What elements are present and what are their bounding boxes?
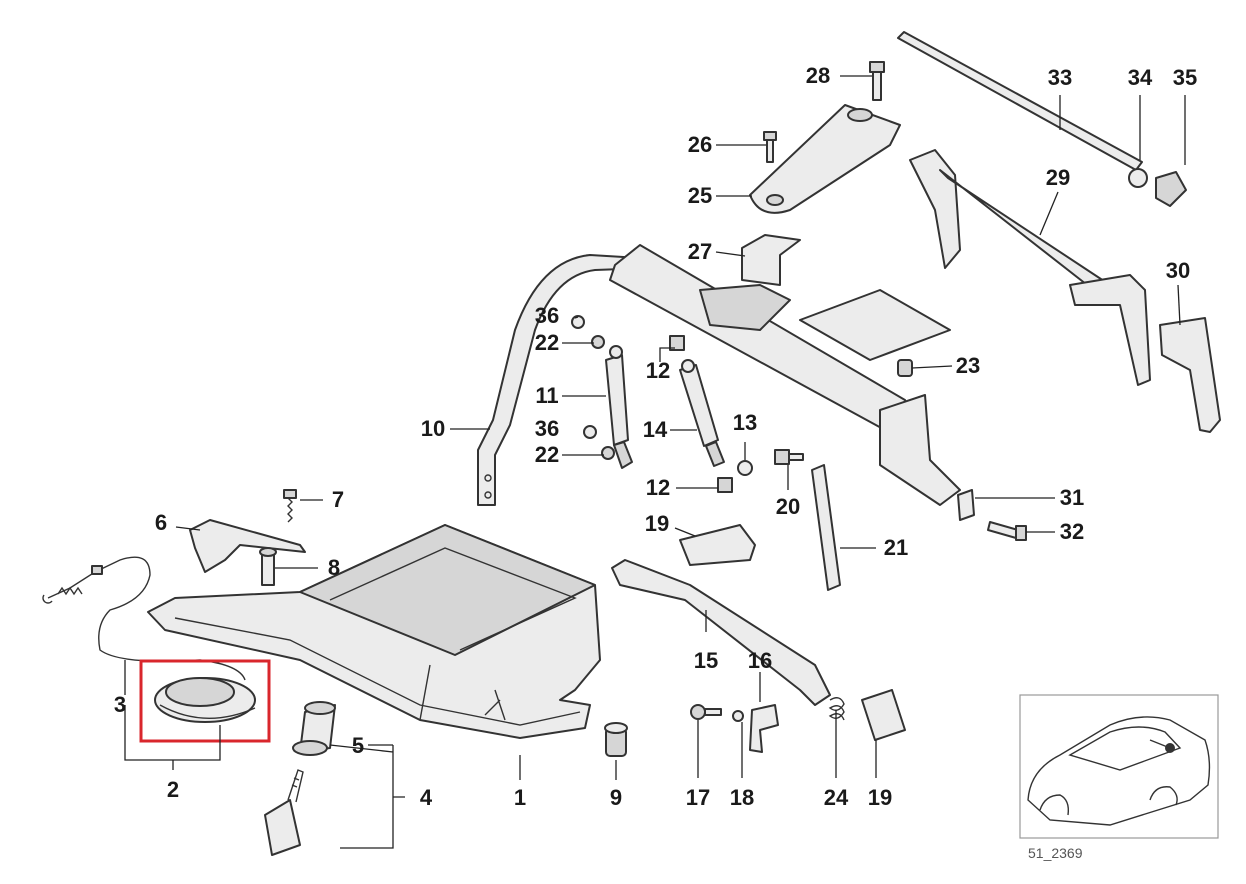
link-21 — [811, 464, 841, 591]
label-8: 8 — [328, 555, 340, 580]
label-11: 11 — [535, 383, 558, 408]
label-17: 17 — [686, 785, 710, 810]
rod-33 — [897, 31, 1143, 171]
gas-strut-14 — [679, 359, 725, 467]
label-34: 34 — [1128, 65, 1153, 90]
bracket-19a — [679, 524, 756, 566]
label-19b: 19 — [868, 785, 892, 810]
label-32: 32 — [1060, 519, 1084, 544]
gas-strut-11 — [605, 345, 633, 469]
label-18: 18 — [730, 785, 754, 810]
clip-part — [604, 722, 628, 757]
label-31: 31 — [1060, 485, 1084, 510]
screw-7 — [283, 489, 297, 523]
label-24: 24 — [824, 785, 849, 810]
label-12a: 12 — [646, 358, 670, 383]
label-33: 33 — [1048, 65, 1072, 90]
label-28: 28 — [806, 63, 830, 88]
label-26: 26 — [688, 132, 712, 157]
knob-23 — [897, 359, 913, 377]
label-23: 23 — [956, 353, 980, 378]
screw-28 — [869, 61, 885, 101]
label-2: 2 — [167, 777, 179, 802]
label-22a: 22 — [535, 330, 559, 355]
washers — [571, 315, 753, 493]
label-9: 9 — [610, 785, 622, 810]
cap-35 — [1155, 171, 1187, 207]
label-29: 29 — [1046, 165, 1070, 190]
label-3: 3 — [114, 692, 126, 717]
label-12b: 12 — [646, 475, 670, 500]
label-14: 14 — [643, 417, 668, 442]
label-19a: 19 — [645, 511, 669, 536]
reference-code: 51_2369 — [1028, 845, 1083, 861]
glovebox-part — [147, 524, 601, 739]
label-10: 10 — [421, 416, 445, 441]
ring-34 — [1128, 168, 1148, 188]
screw-17 — [690, 704, 722, 720]
label-36b: 36 — [535, 416, 559, 441]
label-30: 30 — [1166, 258, 1190, 283]
label-7: 7 — [332, 487, 344, 512]
highlight-box — [139, 659, 271, 743]
part-number-labels: 1 2 3 4 5 6 7 8 9 10 11 12 12 13 14 15 1… — [114, 63, 1197, 810]
clip-31 — [957, 489, 975, 521]
label-35: 35 — [1173, 65, 1197, 90]
bolt-20 — [774, 449, 804, 465]
label-20: 20 — [776, 494, 800, 519]
glovebox-light-part — [154, 677, 256, 723]
label-15: 15 — [694, 648, 718, 673]
screw-26 — [763, 131, 777, 163]
label-4: 4 — [420, 785, 433, 810]
label-36a: 36 — [535, 303, 559, 328]
lock-cylinder-part — [292, 701, 336, 756]
leader-lines — [124, 75, 1186, 849]
washer-18 — [732, 710, 744, 722]
latch-16 — [749, 704, 779, 753]
spring-24 — [828, 697, 845, 721]
label-5: 5 — [352, 733, 364, 758]
latch-rail-15 — [611, 559, 831, 706]
bracket-25 — [749, 104, 901, 214]
label-1: 1 — [514, 785, 526, 810]
hinge-rod-29 — [909, 149, 1151, 386]
bracket-27 — [741, 234, 801, 286]
label-25: 25 — [688, 183, 712, 208]
label-6: 6 — [155, 510, 167, 535]
cover-30 — [1159, 317, 1221, 433]
label-13: 13 — [733, 410, 757, 435]
label-16: 16 — [748, 648, 772, 673]
key-part — [264, 769, 304, 856]
cover-part — [189, 519, 306, 573]
label-22b: 22 — [535, 442, 559, 467]
pin-8 — [259, 547, 277, 586]
car-location-inset — [1019, 694, 1219, 839]
label-21: 21 — [884, 535, 908, 560]
bolt-32 — [987, 521, 1027, 541]
plate-19b — [861, 689, 906, 741]
label-27: 27 — [688, 239, 712, 264]
carrier-bracket-part — [477, 244, 961, 506]
